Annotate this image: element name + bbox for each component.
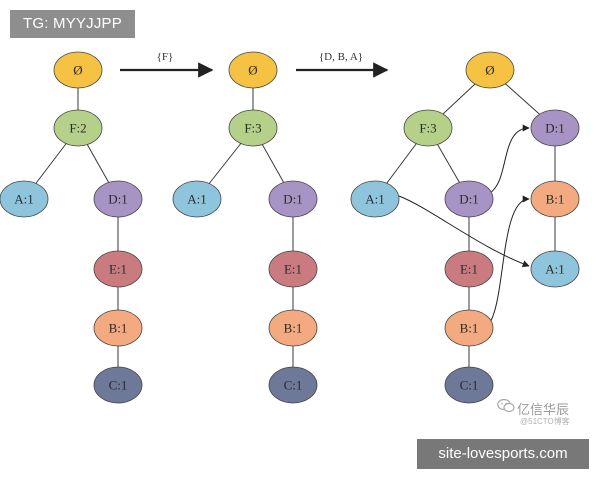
node-shape — [444, 309, 494, 347]
transition-label-1: {F} — [157, 51, 174, 63]
node-label: Ø — [73, 63, 82, 78]
tree-3-node-f: F:3 — [403, 109, 453, 147]
tree-3-node-d: D:1 — [444, 180, 494, 218]
tree-3-node-link-B-B2 — [488, 195, 530, 325]
node-shape — [0, 180, 49, 218]
tree-2-node-e: E:1 — [268, 250, 318, 288]
tree-2-node-a: A:1 — [172, 180, 222, 218]
node-shape — [350, 180, 400, 218]
node-label: C:1 — [460, 378, 479, 393]
node-label: Ø — [248, 63, 257, 78]
tree-2-node-d: D:1 — [268, 180, 318, 218]
node-shape — [530, 109, 580, 147]
tree-2-node-root: Ø — [228, 51, 278, 89]
node-label: B:1 — [546, 192, 565, 207]
node-label: E:1 — [109, 262, 127, 277]
site-watermark: site-lovesports.com — [417, 439, 589, 469]
links-layer — [398, 124, 530, 325]
tree-2-node-c: C:1 — [268, 366, 318, 404]
node-shape — [530, 180, 580, 218]
node-shape — [93, 180, 143, 218]
tree-1-node-b: B:1 — [93, 309, 143, 347]
node-shape — [268, 309, 318, 347]
node-shape — [93, 309, 143, 347]
node-label: Ø — [485, 63, 494, 78]
node-shape — [93, 250, 143, 288]
node-shape — [172, 180, 222, 218]
tree-3-node-b: B:1 — [444, 309, 494, 347]
node-shape — [444, 366, 494, 404]
node-label: B:1 — [460, 321, 479, 336]
node-label: D:1 — [108, 192, 128, 207]
tree-3-node-a2: A:1 — [530, 250, 580, 288]
tree-3-node-a: A:1 — [350, 180, 400, 218]
tree-1-node-e: E:1 — [93, 250, 143, 288]
tree-3-node-link-D-D2 — [489, 124, 530, 194]
brand-watermark: 亿信华辰 — [517, 402, 570, 417]
node-shape — [268, 366, 318, 404]
node-label: F:3 — [419, 121, 436, 136]
tree-2-node-f: F:3 — [228, 109, 278, 147]
node-label: D:1 — [545, 121, 565, 136]
transitions-layer: {F} {D, B, A} — [120, 51, 389, 78]
node-shape — [53, 109, 103, 147]
brand-watermark-sub: @51CTO博客 — [520, 417, 570, 426]
node-shape — [444, 180, 494, 218]
node-shape — [268, 180, 318, 218]
node-shape — [268, 250, 318, 288]
tree-3-node-d2: D:1 — [530, 109, 580, 147]
node-label: B:1 — [284, 321, 303, 336]
tree-3-node-b2: B:1 — [530, 180, 580, 218]
node-shape — [403, 109, 453, 147]
node-label: F:3 — [244, 121, 261, 136]
node-shape — [228, 109, 278, 147]
node-label: D:1 — [283, 192, 303, 207]
tree-3-node-e: E:1 — [444, 250, 494, 288]
node-shape — [228, 51, 278, 89]
node-label: A:1 — [14, 192, 34, 207]
node-label: E:1 — [460, 262, 478, 277]
node-label: B:1 — [109, 321, 128, 336]
node-label: E:1 — [284, 262, 302, 277]
tree-1-node-a: A:1 — [0, 180, 49, 218]
node-label: A:1 — [187, 192, 207, 207]
tree-2-node-b: B:1 — [268, 309, 318, 347]
tree-1-node-f: F:2 — [53, 109, 103, 147]
node-shape — [465, 51, 515, 89]
node-shape — [53, 51, 103, 89]
tree-1-node-d: D:1 — [93, 180, 143, 218]
node-label: A:1 — [365, 192, 385, 207]
node-label: A:1 — [545, 262, 565, 277]
wechat-icon — [497, 398, 515, 413]
tree-3-node-root: Ø — [465, 51, 515, 89]
node-label: C:1 — [284, 378, 303, 393]
transition-label-2: {D, B, A} — [319, 51, 363, 63]
node-shape — [530, 250, 580, 288]
tree-3-node-link-A-A2 — [398, 195, 530, 268]
node-label: D:1 — [459, 192, 479, 207]
node-label: C:1 — [109, 378, 128, 393]
tree-1-node-root: Ø — [53, 51, 103, 89]
node-label: F:2 — [69, 121, 86, 136]
node-shape — [93, 366, 143, 404]
top-watermark: TG: MYYJJPP — [10, 10, 135, 38]
tree-3-node-c: C:1 — [444, 366, 494, 404]
node-shape — [444, 250, 494, 288]
tree-1-node-c: C:1 — [93, 366, 143, 404]
